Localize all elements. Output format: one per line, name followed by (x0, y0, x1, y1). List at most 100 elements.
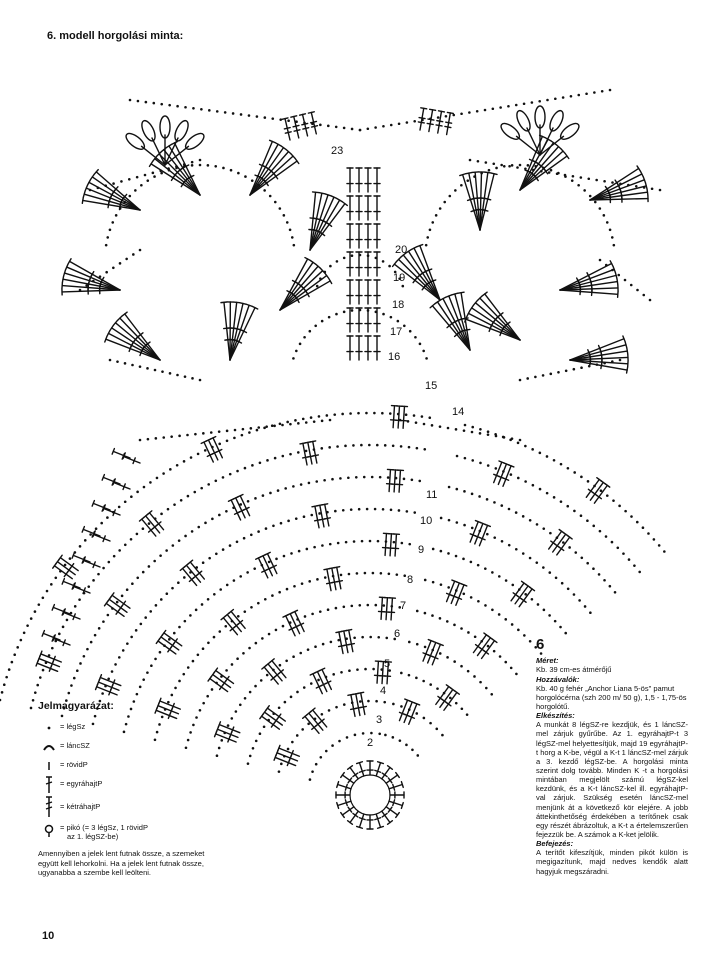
chain-stitch (281, 624, 285, 628)
treble-stitch (479, 172, 498, 231)
treble-stitch (179, 565, 198, 587)
treble-stitch (443, 690, 460, 711)
chain-stitch (589, 611, 592, 614)
chain-stitch (169, 468, 172, 471)
round-number: 15 (425, 380, 437, 392)
chain-stitch (312, 420, 316, 423)
chain-stitch (168, 372, 172, 375)
chain-stitch (41, 596, 45, 600)
size-text: Kb. 39 cm-es átmérőjű (536, 665, 612, 675)
chain-stitch (308, 329, 312, 333)
chain-row (468, 158, 662, 192)
chain-stitch (196, 653, 200, 657)
chain-stitch (92, 279, 95, 283)
picot-stitch (164, 119, 189, 166)
chain-stitch (546, 98, 549, 102)
treble-stitch (364, 307, 372, 333)
chain-stitch (368, 539, 372, 543)
legend-item: = kétráhajtP (38, 794, 208, 820)
chain-stitch (10, 660, 14, 664)
chain-stitch (122, 730, 126, 734)
chain-stitch (221, 476, 225, 479)
chain-stitch (160, 171, 163, 175)
chain-stitch (485, 498, 489, 501)
treble-stitch (249, 157, 300, 196)
chain-stitch (423, 448, 427, 451)
chain-arc (431, 547, 568, 635)
chain-stitch (200, 603, 204, 606)
chain-stitch (283, 700, 287, 704)
chain-stitch (324, 749, 328, 753)
chain-stitch (153, 175, 156, 178)
chain-stitch (608, 88, 612, 92)
chain-stitch (447, 552, 450, 555)
treble-stitch (391, 533, 401, 557)
chain-stitch (431, 547, 435, 551)
chain-stitch (327, 315, 331, 319)
chain-stitch (208, 556, 211, 560)
chain-stitch (307, 722, 310, 726)
chain-stitch (289, 695, 293, 699)
chain-stitch (378, 732, 381, 736)
chain-stitch (486, 433, 490, 436)
treble-stitch (93, 168, 141, 211)
chain-stitch (388, 669, 392, 672)
chain-stitch (207, 641, 210, 645)
chain-stitch (534, 165, 538, 168)
chain-stitch (504, 618, 508, 621)
chain-stitch (564, 369, 568, 373)
chain-stitch (262, 725, 266, 729)
chain-stitch (389, 508, 393, 512)
chain-stitch (182, 165, 186, 168)
chain-stitch (93, 633, 97, 637)
treble-stitch (298, 113, 310, 137)
chain-stitch (434, 214, 438, 217)
chain-stitch (225, 429, 229, 433)
chain-stitch (304, 421, 308, 424)
chain-row (398, 418, 522, 442)
chain-stitch (514, 103, 518, 107)
chain-stitch (320, 419, 324, 423)
treble-stitch (249, 153, 296, 196)
chain-stitch (466, 669, 470, 673)
chain-stitch (605, 221, 609, 224)
chain-stitch (629, 283, 633, 287)
chain-stitch (198, 158, 202, 162)
chain-stitch (158, 650, 162, 654)
chain-stitch (310, 513, 314, 517)
center-ring (349, 774, 391, 816)
chain-stitch (319, 277, 322, 280)
chain-stitch (373, 507, 377, 511)
chain-stitch (36, 683, 40, 687)
chain-stitch (320, 712, 324, 716)
treble-stitch (290, 115, 301, 139)
treble-stitch (355, 279, 363, 305)
chain-stitch (657, 544, 661, 547)
chain-stitch (275, 557, 278, 561)
legend-note: Amennyiben a jelek lent futnak össze, a … (38, 849, 205, 878)
chain-stitch (469, 596, 473, 599)
chain-stitch (579, 176, 583, 179)
chain-stitch (388, 412, 392, 415)
chain-stitch (602, 214, 606, 217)
chain-stitch (98, 699, 102, 703)
chain-stitch (281, 454, 285, 458)
chain-stitch (149, 481, 152, 484)
chain-stitch (254, 497, 257, 500)
chain-stitch (554, 97, 557, 101)
chain-stitch (273, 424, 276, 428)
chain-stitch (248, 754, 252, 758)
chain-stitch (404, 413, 408, 417)
chain-stitch (170, 693, 174, 697)
chain-stitch (397, 509, 401, 512)
chain-stitch (622, 552, 625, 555)
chain-stitch (473, 175, 476, 178)
chain-stitch (500, 163, 503, 167)
chain-stitch (314, 762, 318, 766)
chain-row (138, 418, 332, 442)
chain-stitch (364, 667, 367, 671)
chain-stitch (200, 486, 203, 490)
chain-stitch (58, 632, 61, 636)
treble-stitch (355, 761, 366, 777)
chain-stitch (405, 510, 409, 513)
